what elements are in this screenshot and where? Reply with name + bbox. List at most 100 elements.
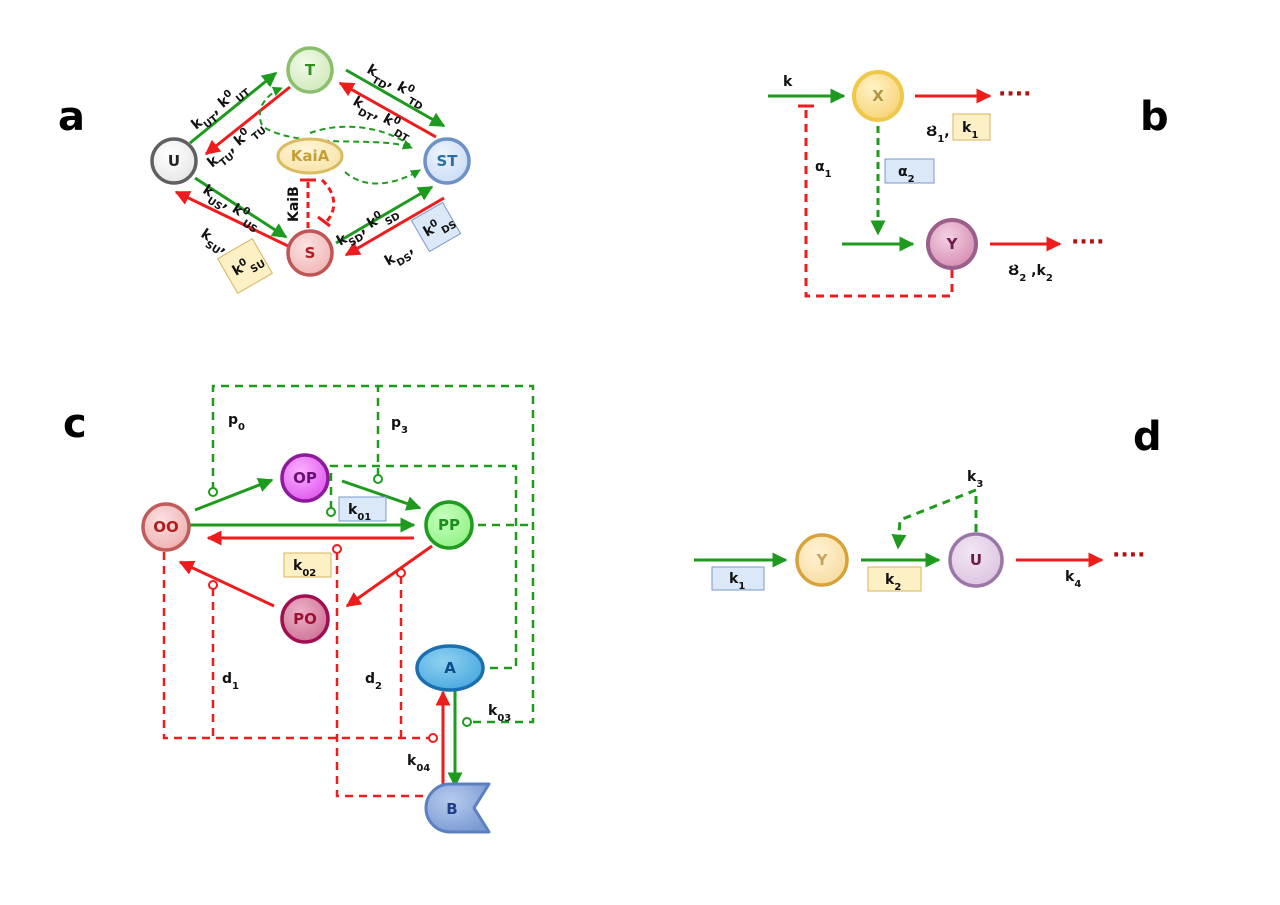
k2-box [867, 566, 922, 592]
panel-c: c OO OP PP PO [63, 384, 535, 834]
dashed-a-to-k01 [329, 464, 518, 670]
k1-box [711, 566, 765, 591]
node-po-label: PO [293, 610, 317, 628]
node-yd [795, 533, 849, 587]
node-b-label: B [446, 800, 457, 818]
rate-ds-box: k0DS [410, 201, 462, 253]
node-s [286, 229, 334, 277]
label-k: k [783, 74, 793, 90]
node-ud [948, 532, 1004, 588]
dashed-kaia-up [309, 125, 411, 146]
node-y-label: Y [946, 235, 959, 253]
arrow-u-to-s [194, 176, 288, 239]
dashed-ud-feedback [891, 487, 978, 550]
alpha2-box [884, 158, 935, 184]
node-op [280, 453, 330, 503]
node-kaia [276, 137, 344, 175]
node-op-label: OP [293, 469, 317, 487]
x-out-dots: ···· [998, 82, 1031, 107]
arrow-t-to-u [204, 85, 291, 156]
arrow-u-to-t [189, 71, 278, 145]
label-x-decay: Ȣ1, [926, 124, 950, 145]
rate-ds: kDS, [382, 241, 418, 274]
rate-su-box-bg [216, 237, 274, 295]
arrow-s-to-u [174, 190, 289, 248]
rate-ds-box-bg [410, 201, 462, 253]
kaib-label: KaiB [286, 186, 302, 222]
label-y-decay: Ȣ2 ,k2 [1008, 263, 1053, 284]
node-a [415, 644, 485, 692]
node-s-label: S [305, 244, 316, 262]
node-u [150, 137, 198, 185]
label-alpha1: α1 [815, 159, 832, 180]
node-a-label: A [444, 659, 456, 677]
p3-node-mark [373, 474, 383, 484]
panel-d-label: d [1133, 414, 1162, 460]
arrow-po-to-oo [178, 560, 275, 608]
label-k4: k4 [1065, 569, 1081, 590]
k01-box [338, 496, 387, 522]
kaib-inhibit-down [320, 178, 336, 224]
kaib-inhibit-bar-bottom [317, 215, 331, 228]
k02-node-mark [332, 544, 342, 554]
node-st [423, 137, 471, 185]
arrow-st-to-s [344, 196, 445, 257]
arrow-op-to-pp [341, 479, 422, 511]
node-pp-label: PP [438, 516, 460, 534]
node-yd-label: Y [816, 551, 829, 569]
label-k04: k04 [407, 753, 430, 774]
arrow-st-to-t [338, 81, 437, 139]
arrow-s-to-st [335, 185, 434, 245]
panel-a-label: a [58, 94, 85, 140]
k03-node-mark [462, 717, 472, 727]
label-k03: k03 [488, 703, 511, 724]
dashed-kaia-to-st-2 [344, 169, 421, 185]
alpha2-box-text: α2 [898, 164, 915, 185]
x-k1-box-text: k1 [962, 120, 978, 141]
node-x-label: X [872, 87, 884, 105]
node-pp [424, 500, 474, 550]
node-kaia-label: KaiA [291, 147, 330, 165]
panel-a: a T U ST S KaiA KaiB kUT, k0UT k [58, 46, 471, 295]
node-t-label: T [305, 61, 316, 79]
dashed-b-to-d1 [162, 552, 430, 740]
arrow-t-to-st [345, 68, 446, 128]
label-d2: d2 [365, 671, 382, 692]
dashed-to-t [258, 86, 283, 126]
node-st-label: ST [436, 152, 458, 170]
panel-b: b k X ···· Ȣ1, k1 α2 Y ···· Ȣ2 ,k2 α1 [768, 70, 1169, 298]
node-b [424, 782, 491, 834]
label-p3: p3 [391, 415, 408, 436]
dashed-a-to-p0-k03 [211, 384, 535, 724]
node-ud-label: U [970, 551, 982, 569]
y-out-dots: ···· [1071, 230, 1104, 255]
arrow-pp-to-po [345, 544, 433, 608]
label-d1: d1 [222, 671, 239, 692]
label-p0: p0 [228, 412, 245, 433]
d1-node-mark [208, 580, 218, 590]
k01-node-mark [326, 507, 336, 517]
k01-box-text: k01 [348, 502, 371, 523]
label-k3: k3 [967, 469, 983, 490]
node-po [280, 594, 330, 644]
node-oo [141, 502, 191, 552]
dashed-b-to-k02 [335, 552, 430, 798]
panel-b-label: b [1140, 94, 1169, 140]
rate-su-box: k0SU [216, 237, 274, 295]
k2-box-text: k2 [885, 572, 901, 593]
node-y [926, 218, 978, 270]
panel-d: d k1 Y k2 U k3 ···· k4 [694, 414, 1162, 593]
panel-c-label: c [63, 401, 87, 447]
k1-box-text: k1 [729, 571, 745, 592]
k02-box-text: k02 [293, 558, 316, 579]
feedback-y-inhibits-input [804, 106, 954, 298]
k02-box [283, 552, 332, 578]
node-oo-label: OO [153, 518, 179, 536]
p0-node-mark [208, 487, 218, 497]
d1-node-mark-right [428, 733, 438, 743]
node-x [852, 70, 904, 122]
arrow-oo-to-op [194, 477, 274, 512]
x-k1-box [952, 113, 991, 141]
node-u-label: U [168, 152, 180, 170]
